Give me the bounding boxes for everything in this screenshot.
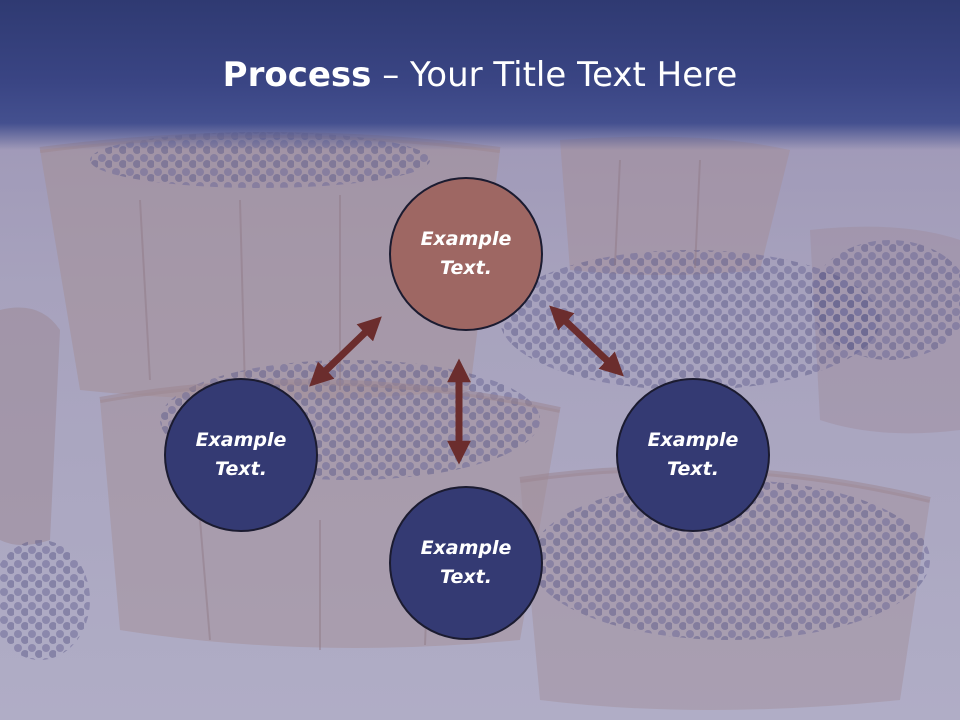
circle-top-line2: Text. bbox=[440, 257, 492, 279]
title-bold: Process bbox=[222, 55, 372, 95]
title-separator: – bbox=[371, 55, 411, 95]
circle-top-line1: Example bbox=[420, 228, 512, 250]
circle-bottom-line1: Example bbox=[420, 537, 512, 559]
title-bar bbox=[0, 0, 960, 150]
slide-title[interactable]: Process – Your Title Text Here bbox=[0, 50, 960, 100]
circle-bottom-line2: Text. bbox=[440, 566, 492, 588]
circle-right-line1: Example bbox=[647, 429, 739, 451]
arrow-top-left bbox=[309, 316, 382, 387]
arrow-top-right bbox=[549, 305, 624, 377]
circle-left-line1: Example bbox=[195, 429, 287, 451]
title-text: Your Title Text Here bbox=[410, 55, 738, 95]
circle-right-line2: Text. bbox=[667, 458, 719, 480]
circle-left-line2: Text. bbox=[215, 458, 267, 480]
